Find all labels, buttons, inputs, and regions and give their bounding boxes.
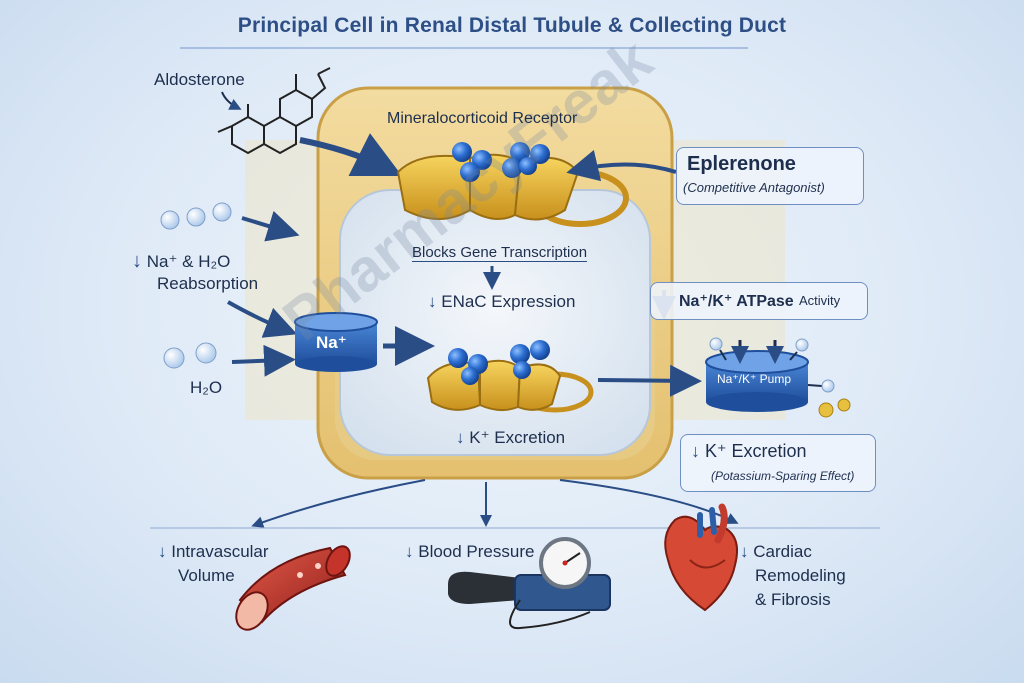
- down-arrow-icon: ↓: [132, 250, 142, 272]
- enac-expression-label: ↓ ENaC Expression: [428, 292, 575, 312]
- aldosterone-label: Aldosterone: [154, 70, 245, 89]
- receptor-label: Mineralocorticoid Receptor: [387, 110, 578, 127]
- k-excretion-box: ↓ K⁺ Excretion (Potassium-Sparing Effect…: [680, 434, 876, 492]
- enac-expression-text: ENaC Expression: [441, 292, 576, 311]
- pump-icon: [705, 337, 851, 418]
- enac-channel-icon: [426, 340, 594, 413]
- eplerenone-label: Eplerenone: [687, 153, 796, 175]
- eplerenone-sub-label: (Competitive Antagonist): [683, 180, 825, 195]
- vessel-icon: [235, 545, 351, 631]
- remodeling-label: Remodeling: [755, 566, 846, 585]
- down-arrow-icon: ↓: [691, 441, 700, 461]
- cardiac-label: ↓ Cardiac: [740, 542, 812, 562]
- k-excretion-inside-text: K⁺ Excretion: [469, 428, 566, 447]
- heart-icon: [664, 503, 738, 612]
- h2o-bubbles: [163, 342, 217, 369]
- down-arrow-icon: ↓: [456, 428, 465, 447]
- atpase-label: Na⁺/K⁺ ATPase: [679, 293, 794, 310]
- sphygmomanometer-icon: [448, 537, 611, 630]
- fibrosis-label: & Fibrosis: [755, 590, 831, 609]
- blood-pressure-text: Blood Pressure: [418, 542, 535, 561]
- down-arrow-icon: ↓: [158, 542, 167, 561]
- down-arrow-icon: ↓: [428, 292, 437, 311]
- down-arrow-icon: ↓: [405, 542, 414, 561]
- intravascular-label: ↓ Intravascular: [158, 542, 269, 562]
- na-h2o-line1: Na⁺ & H₂O: [146, 252, 231, 271]
- na-channel-label: Na⁺: [316, 333, 347, 352]
- k-excretion-inside-label: ↓ K⁺ Excretion: [456, 428, 565, 448]
- na-bubbles: [160, 202, 232, 230]
- blocks-gene-label: Blocks Gene Transcription: [412, 244, 588, 262]
- blood-pressure-label: ↓ Blood Pressure: [405, 542, 534, 562]
- down-arrow-icon: ↓: [740, 542, 749, 561]
- aldosterone-arrow: [299, 133, 403, 177]
- page-title: Principal Cell in Renal Distal Tubule & …: [237, 14, 787, 37]
- reabsorption-label: Reabsorption: [157, 274, 259, 293]
- receptor-icon: [396, 142, 629, 227]
- cardiac-line1: Cardiac: [753, 542, 812, 561]
- volume-label: Volume: [178, 566, 235, 585]
- eplerenone-arrow: [566, 149, 677, 182]
- k-excretion-right-label: ↓ K⁺ Excretion: [691, 441, 807, 462]
- potassium-sparing-label: (Potassium-Sparing Effect): [711, 469, 855, 483]
- na-h2o-reabsorption-label: ↓ Na⁺ & H₂O: [132, 250, 230, 273]
- intravascular-line1: Intravascular: [171, 542, 269, 561]
- aldosterone-structure-icon: [217, 67, 331, 155]
- k-excretion-right-text: K⁺ Excretion: [705, 441, 807, 461]
- pump-label: Na⁺/K⁺ Pump: [717, 372, 792, 386]
- atpase-suffix-label: Activity: [799, 293, 841, 308]
- eplerenone-box: Eplerenone (Competitive Antagonist): [676, 147, 864, 205]
- h2o-label: H₂O: [190, 378, 223, 397]
- na-channel-icon: [294, 312, 378, 372]
- atpase-box: Na⁺/K⁺ ATPase Activity: [650, 282, 868, 320]
